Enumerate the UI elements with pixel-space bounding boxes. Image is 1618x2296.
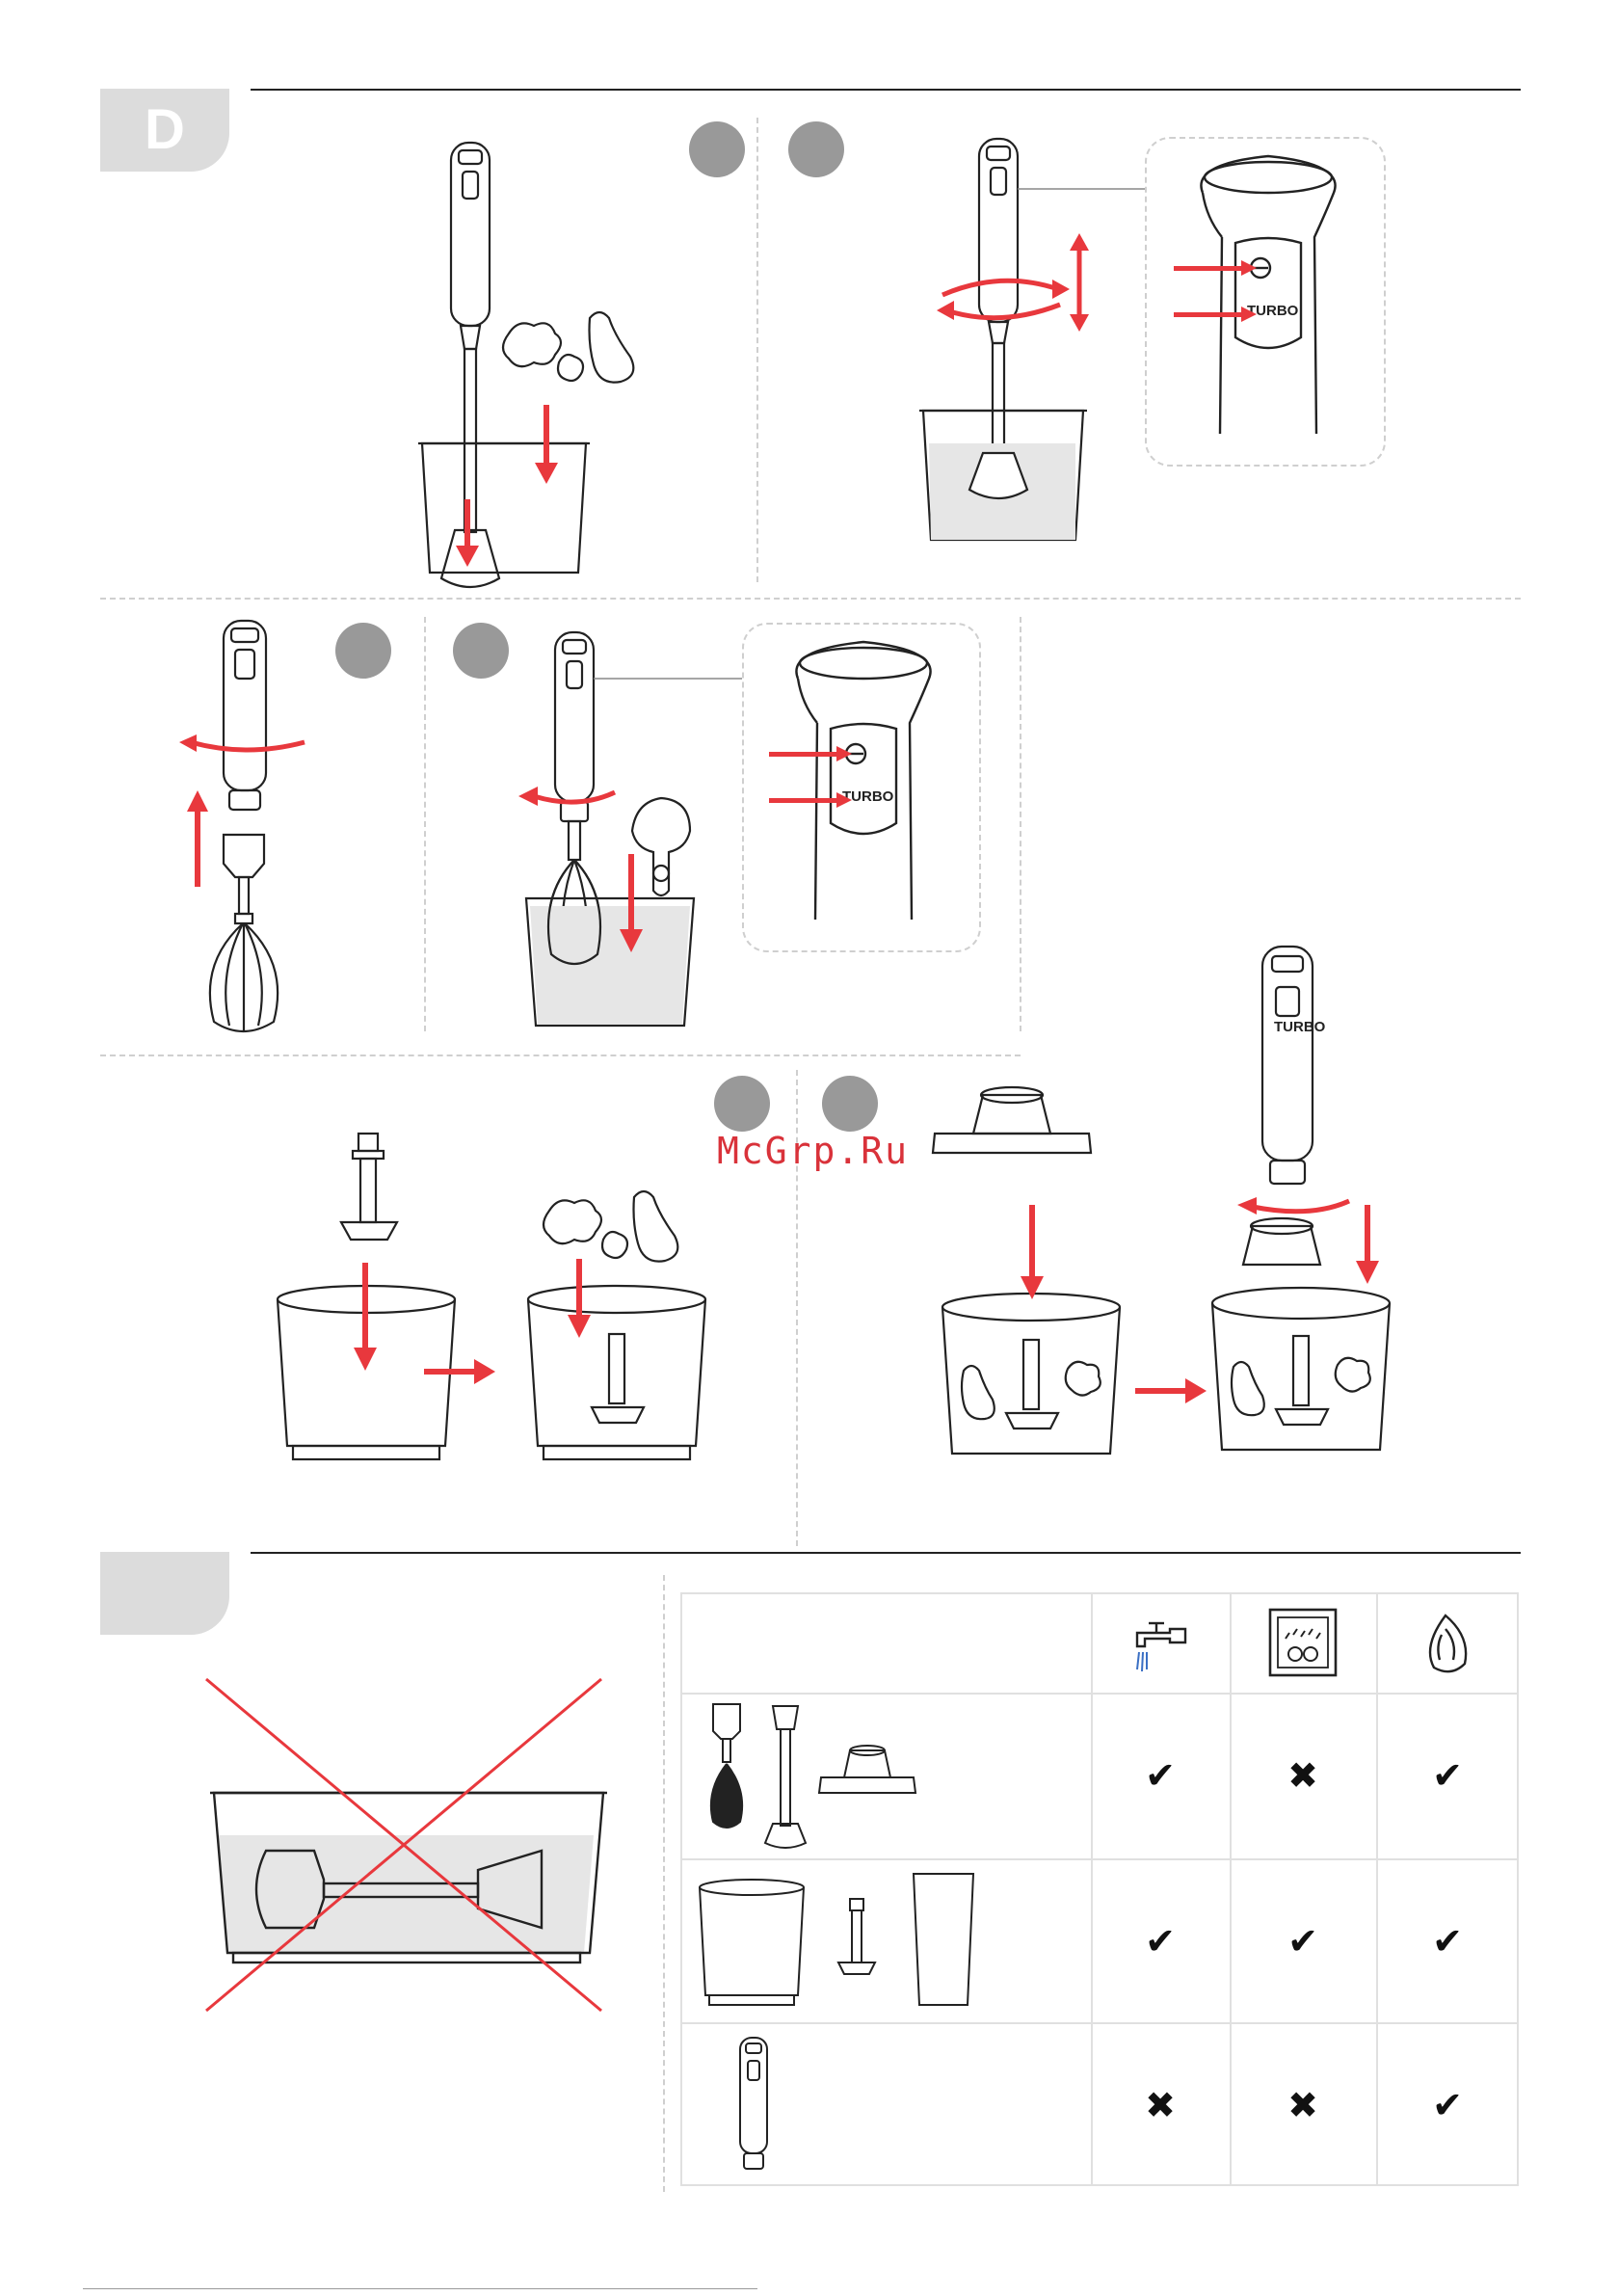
mark-r2-dishwasher: ✔ xyxy=(1274,1912,1332,1970)
step-circle-6 xyxy=(822,1076,878,1132)
mark-r3-water: ✖ xyxy=(1131,2076,1189,2134)
section-e-rule xyxy=(251,1552,1521,1554)
dishwasher-icon xyxy=(1266,1606,1343,1683)
section-d-rule xyxy=(251,89,1521,91)
divider-h-2 xyxy=(100,1055,1021,1056)
divider-v-section-e xyxy=(663,1575,665,2192)
mark-r1-water: ✔ xyxy=(1131,1747,1189,1804)
divider-h-1 xyxy=(100,598,1521,600)
step-circle-2 xyxy=(788,121,844,177)
section-e-tab xyxy=(100,1552,229,1635)
mark-r1-dishwasher: ✖ xyxy=(1274,1747,1332,1804)
care-table-vline-3 xyxy=(1376,1594,1378,2184)
tap-water-icon xyxy=(1127,1610,1195,1677)
turbo-label-handle: TURBO xyxy=(1274,1019,1326,1035)
mark-r1-wipe: ✔ xyxy=(1419,1747,1476,1804)
illustration-blend-insert xyxy=(395,125,781,588)
row1-parts xyxy=(696,1695,1081,1858)
row2-parts xyxy=(696,1860,1081,2024)
mark-r2-wipe: ✔ xyxy=(1419,1912,1476,1970)
illustration-do-not-submerge xyxy=(199,1735,623,2082)
care-table-vline-2 xyxy=(1230,1594,1232,2184)
step-circle-5 xyxy=(714,1076,770,1132)
mark-r2-water: ✔ xyxy=(1131,1912,1189,1970)
cloth-wipe-icon xyxy=(1413,1608,1480,1685)
section-d-tab: D xyxy=(100,89,229,172)
footer-rule xyxy=(83,2288,757,2289)
row3-parts xyxy=(696,2024,1081,2188)
illustration-chopper-operate: TURBO xyxy=(925,925,1465,1465)
illustration-chopper-assembly xyxy=(270,1128,771,1494)
turbo-label-mid: TURBO xyxy=(842,788,894,805)
handle-closeup-top: TURBO xyxy=(1153,145,1384,453)
divider-v-row2a xyxy=(424,617,426,1031)
turbo-label-top: TURBO xyxy=(1247,303,1299,319)
illustration-whisk-attach xyxy=(170,617,362,1051)
care-table-vline-1 xyxy=(1091,1594,1093,2184)
section-d-letter: D xyxy=(145,98,185,161)
mark-r3-dishwasher: ✖ xyxy=(1274,2076,1332,2134)
care-table: ✔ ✖ ✔ ✔ ✔ ✔ ✖ ✖ ✔ xyxy=(680,1592,1519,2186)
mark-r3-wipe: ✔ xyxy=(1419,2076,1476,2134)
handle-closeup-mid: TURBO xyxy=(748,630,979,939)
